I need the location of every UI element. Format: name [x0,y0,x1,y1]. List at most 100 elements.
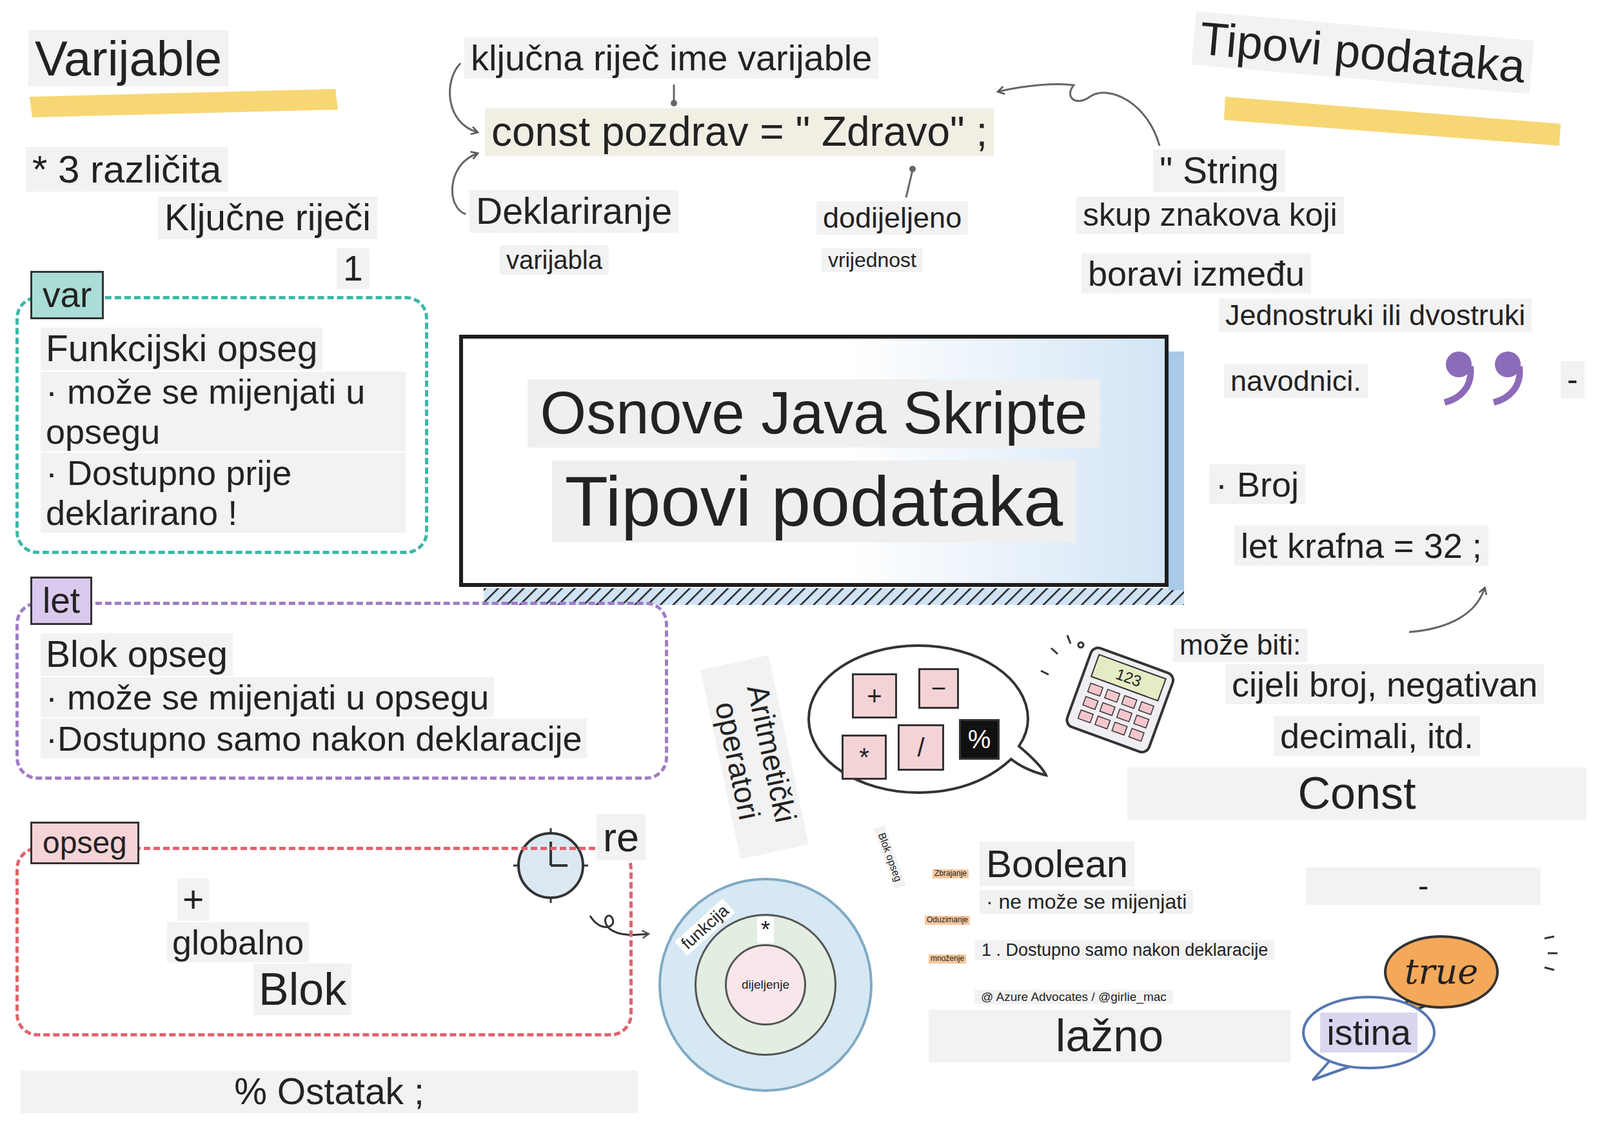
line-shape [550,896,553,903]
sketch-label: varijabla [499,245,609,275]
sketch-label: - [1305,867,1541,905]
rect-shape [1111,722,1128,736]
curly-arrow [590,915,649,936]
sketch-label: dodijeljeno [816,201,968,235]
sketch-label: navodnici. [1224,364,1368,398]
sketch-label: Ključne riječi [158,196,378,240]
title-box: Osnove Java SkripteTipovi podataka [459,334,1169,587]
scope-box: varFunkcijski opseg· može se mijenjati u… [15,296,429,554]
line-shape [550,828,553,835]
sketch-label: let krafna = 32 ; [1234,525,1489,566]
sketch-label: - [1560,361,1585,399]
leader-dot [909,165,916,173]
quote-marks [1444,351,1521,403]
sketch-label: Jednostruki ili dvostruki [1218,298,1532,333]
line-shape [513,864,520,867]
sketch-label: Boolean [979,841,1135,887]
sketch-label: @ Azure Advocates / @girlie_mac [974,989,1174,1005]
sketch-label: Aritmetički operatori [700,655,809,860]
rect-shape [1133,715,1150,729]
rect-shape [1104,689,1121,703]
line-shape [1544,967,1555,970]
calculator-icon [1064,645,1176,754]
rect-shape [1095,715,1111,729]
line-shape [1040,670,1049,675]
sketch-label: re [596,813,646,861]
rect-shape [1078,710,1094,723]
scope-box: letBlok opseg· može se mijenjati u opseg… [15,601,669,780]
bubble-body [1385,936,1498,1008]
talk-bubble: istina [1300,994,1437,1071]
sketch-label: * 3 različita [25,147,228,192]
leader-dot [670,99,678,107]
operator-key: + [851,673,898,719]
operator-key: * [841,734,887,780]
sketch-label: Varijable [28,30,229,87]
scope-text: · Dostupno prije deklarirano ! [40,452,406,533]
scope-text: Blok [253,963,352,1016]
circle-label: dijeljenje [737,978,794,992]
line-shape [581,864,589,867]
circle-shape [1078,642,1084,648]
sketch-label: boravi između [1081,253,1312,294]
scope-text: globalno [167,922,309,963]
line-shape [906,170,913,198]
scope-box: opseg+globalnoBlok [15,846,633,1037]
sketch-label: 123 [1107,662,1150,693]
sketch-label: cijeli broj, negativan [1225,664,1544,705]
operator-key: / [897,724,945,771]
rect-shape [1087,682,1104,696]
rect-shape [1129,728,1145,741]
sketch-label: · ne može se mijenjati [979,889,1194,914]
line-shape [1547,952,1558,955]
title-shadow [1168,351,1185,591]
path-shape [998,83,1160,146]
sketch-label: 1 [336,248,370,289]
line-shape [550,864,568,867]
scope-text: + [177,878,209,921]
scope-circle: * dijeljenje [694,913,837,1056]
rect-shape [1064,645,1176,754]
clock-icon [513,828,589,903]
line-shape [1544,936,1555,939]
emphasis-marks [1544,936,1558,970]
bubble-outline [808,645,1047,793]
yellow-highlight [29,88,338,118]
circle-label: * [757,917,774,943]
title-text: Osnove Java Skripte [527,379,1101,448]
scope-text: ·Dostupno samo nakon deklaracije [40,718,587,759]
sketch-label: % Ostatak ; [20,1070,638,1114]
speech-bubble: +−*/% [806,642,1032,796]
sketch-label: može biti: [1173,628,1308,662]
scope-text: · može se mijenjati u opsegu [40,677,494,718]
bubble-body [1303,997,1435,1068]
rect-shape [1082,696,1099,710]
scope-keyword-tag: var [30,270,104,320]
scope-keyword-tag: opseg [30,821,140,865]
sketch-label: Tipovi podataka [1191,10,1534,94]
rect-shape [1121,695,1137,709]
bubble-word: true [1404,952,1479,991]
sketch-label: Deklariranje [469,190,679,233]
talk-bubble: true [1382,933,1501,1010]
operator-key: % [958,719,1000,760]
scope-circle: dijeljenje [724,944,807,1026]
sketch-label: ključna riječ ime varijable [464,37,879,79]
path-shape [1409,588,1485,633]
yellow-highlight [1224,96,1561,146]
sketch-label: Zbrajanje [932,869,969,879]
path-shape [1444,366,1472,403]
sketch-label: skup znakova koji [1076,196,1344,235]
sketch-label: množenje [928,954,967,964]
sketch-label: decimali, itd. [1273,715,1481,756]
line-shape [1067,635,1071,644]
scope-circle: funkcija*dijeljenje [658,877,873,1092]
scope-text: Blok opseg [40,633,233,676]
g-shape [1078,682,1155,741]
scope-keyword-tag: let [30,576,93,625]
scope-text: · može se mijenjati u opsegu [40,371,406,452]
circle-shape [518,833,583,898]
subtitle-text: Tipovi podataka [552,460,1077,543]
bubble-word: istina [1320,1012,1418,1053]
line-shape [549,841,553,866]
